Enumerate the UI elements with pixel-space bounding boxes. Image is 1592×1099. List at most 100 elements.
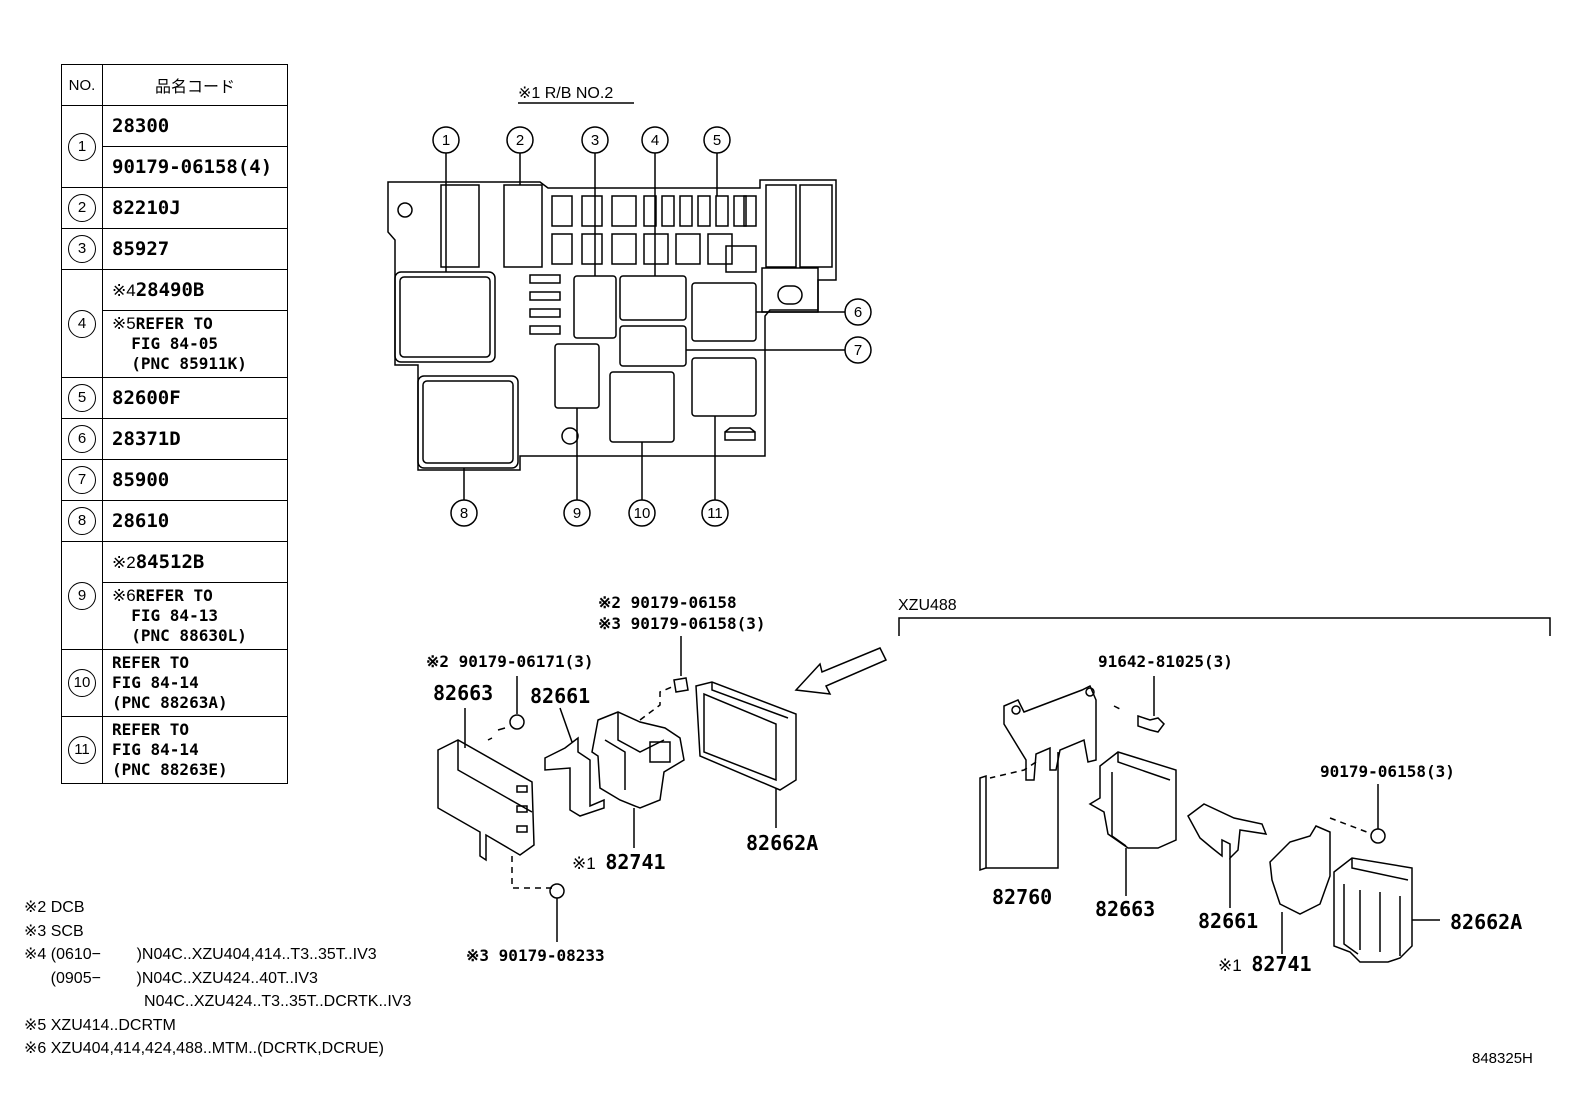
xzu488-label: XZU488	[898, 597, 957, 614]
relay-callout: 5	[713, 132, 721, 149]
table-row: 4※428490B	[61, 269, 288, 378]
part-label: 82663	[433, 681, 494, 705]
part-code-cell: 90179-06158(4)	[102, 146, 288, 188]
row-number-circle: 11	[68, 736, 96, 764]
part-code: 85927	[112, 238, 170, 260]
row-number-circle: 10	[68, 669, 96, 697]
part-label: 91642-81025(3)	[1098, 652, 1233, 671]
table-row: 11 REFER TO FIG 84-14 (PNC 88263E)	[61, 716, 288, 784]
part-code: REFER TO FIG 84-05 (PNC 85911K)	[131, 314, 247, 373]
part-code-cell: 82210J	[102, 187, 288, 229]
footnotes: ※2 DCB※3 SCB※4 (0610− )N04C..XZU404,414.…	[24, 896, 411, 1061]
relay-callout: 4	[651, 132, 659, 149]
part-code-cell: 85900	[102, 459, 288, 501]
part-label: 82662A	[746, 831, 819, 855]
table-row: ※5REFER TO FIG 84-05 (PNC 85911K)	[62, 310, 288, 378]
part-code: 90179-06158(4)	[112, 156, 273, 178]
table-row: 1 28300	[61, 105, 288, 188]
assembly-drawing-right	[979, 676, 1440, 963]
part-code: REFER TO FIG 84-13 (PNC 88630L)	[131, 586, 247, 645]
table-row: 8 28610	[61, 500, 288, 542]
table-row: 3 85927	[61, 228, 288, 270]
relay-box-title: ※1 R/B NO.2	[518, 85, 614, 102]
table-row: 7 85900	[61, 459, 288, 501]
footnote-line: ※5 XZU414..DCRTM	[24, 1016, 176, 1034]
part-code: 85900	[112, 469, 170, 491]
part-code: 28610	[112, 510, 170, 532]
assembly-drawing-left	[437, 636, 888, 942]
row-number-circle: 4	[68, 309, 96, 338]
relay-callout: 9	[573, 505, 581, 522]
part-code: 28300	[112, 115, 170, 137]
relay-callout: 3	[591, 132, 599, 149]
table-row: 9※284512B	[61, 541, 288, 650]
footnote-line: ※6 XZU404,414,424,488..MTM..(DCRTK,DCRUE…	[24, 1040, 384, 1057]
relay-callout: 2	[516, 132, 524, 149]
part-label: ※1 82741	[572, 850, 666, 874]
row-number-circle: 5	[68, 384, 96, 412]
relay-callout: 6	[854, 304, 862, 321]
row-number-cell: 4	[61, 269, 103, 378]
row-number-cell: 1	[61, 105, 103, 188]
part-code-cell: REFER TO FIG 84-14 (PNC 88263A)	[102, 649, 288, 717]
row-number-cell: 8	[61, 500, 103, 542]
part-code: 28490B	[135, 279, 205, 301]
note-mark: ※1	[572, 854, 596, 873]
table-header-row: NO. 品名コード	[61, 64, 288, 106]
row-number-circle: 7	[68, 466, 96, 494]
note-mark: ※5	[112, 314, 136, 333]
part-code-cell: 82600F	[102, 377, 288, 419]
header-no: NO.	[61, 64, 103, 106]
row-number-circle: 6	[68, 425, 96, 453]
row-number-cell: 2	[61, 187, 103, 229]
part-label: 90179-06158(3)	[1320, 762, 1455, 781]
table-row: 10 REFER TO FIG 84-14 (PNC 88263A)	[61, 649, 288, 717]
relay-callout: 7	[854, 342, 862, 359]
row-number-circle: 8	[68, 507, 96, 535]
part-label: ※2 90179-06158	[598, 593, 737, 612]
part-label: 82661	[530, 684, 591, 708]
part-label: ※2 90179-06171(3)	[426, 652, 594, 671]
diagram-id: 848325H	[1472, 1050, 1533, 1067]
row-number-cell: 7	[61, 459, 103, 501]
part-code-cell: 85927	[102, 228, 288, 270]
row-number-circle: 9	[68, 581, 96, 610]
note-mark: ※1	[1218, 956, 1242, 975]
part-code-cell: ※5REFER TO FIG 84-05 (PNC 85911K)	[102, 310, 288, 378]
part-code: 82600F	[112, 387, 181, 409]
relay-callout: 1	[442, 132, 450, 149]
part-number: 82741	[1251, 952, 1312, 976]
table-row: 5 82600F	[61, 377, 288, 419]
xzu488-bracket	[898, 617, 1551, 636]
relay-callout: 10	[634, 505, 651, 522]
footnote-line: ※4 (0610− )N04C..XZU404,414..T3..35T..IV…	[24, 946, 377, 963]
note-mark: ※6	[112, 586, 136, 605]
part-label: 82662A	[1450, 910, 1523, 934]
part-code: REFER TO FIG 84-14 (PNC 88263A)	[112, 653, 228, 712]
row-number-circle: 2	[68, 194, 96, 222]
row-number-cell: 9	[61, 541, 103, 650]
part-code-cell: ※6REFER TO FIG 84-13 (PNC 88630L)	[102, 582, 288, 650]
part-code-cell: 28610	[102, 500, 288, 542]
part-code: REFER TO FIG 84-14 (PNC 88263E)	[112, 720, 228, 779]
part-code-cell: ※284512B	[102, 541, 288, 583]
part-label: 82663	[1095, 897, 1156, 921]
relay-callout: 8	[460, 505, 468, 522]
row-number-cell: 11	[61, 716, 103, 784]
part-code: 28371D	[112, 428, 181, 450]
part-label: ※3 90179-08233	[466, 946, 605, 965]
footnote-line: ※2 DCB	[24, 899, 85, 916]
row-number-circle: 3	[68, 235, 96, 263]
part-label: 82661	[1198, 909, 1259, 933]
part-label: 82760	[992, 885, 1053, 909]
relay-callout: 11	[707, 505, 723, 522]
note-mark: ※4	[112, 281, 136, 300]
part-code-cell: REFER TO FIG 84-14 (PNC 88263E)	[102, 716, 288, 784]
part-code-cell: ※428490B	[102, 269, 288, 311]
part-code: 84512B	[135, 551, 205, 573]
part-code-cell: 28300	[102, 105, 288, 147]
